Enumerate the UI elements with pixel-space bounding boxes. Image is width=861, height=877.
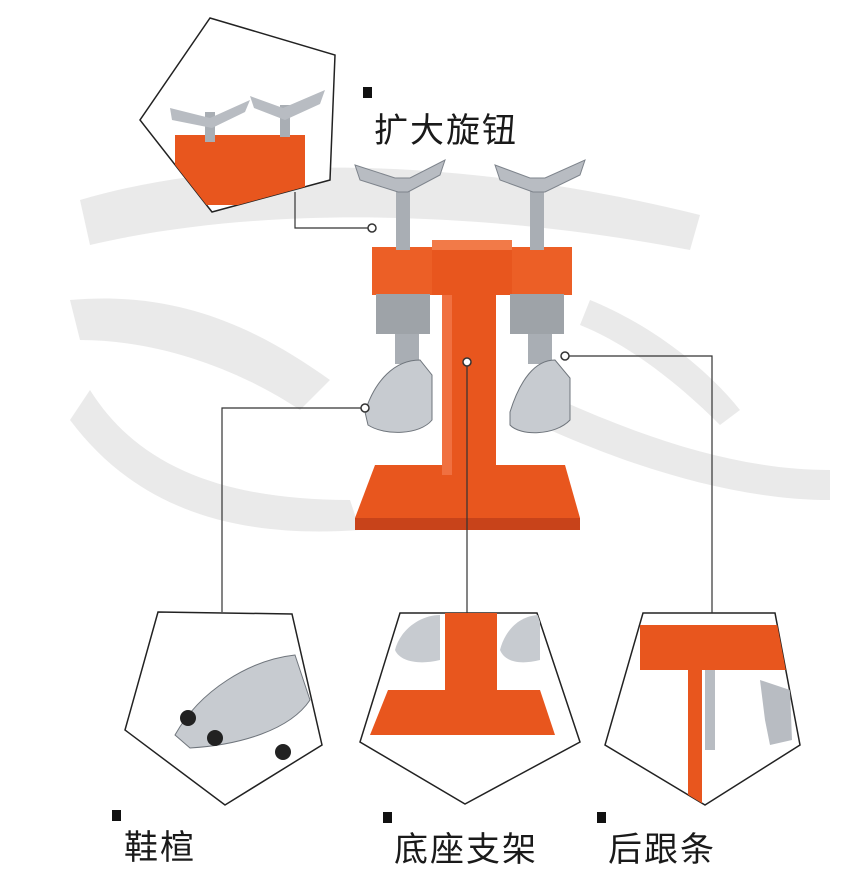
callout-dots <box>360 223 570 413</box>
inset-heel <box>604 612 801 806</box>
callout-dot-base <box>462 357 472 367</box>
label-bullet-last <box>112 810 121 821</box>
callout-dot-heel <box>560 351 570 361</box>
label-bullet-heel <box>597 812 606 823</box>
callout-lines <box>221 192 713 613</box>
left-shoe-last <box>364 334 433 433</box>
right-clamp <box>510 294 564 334</box>
callout-dot-last <box>360 403 370 413</box>
top-crossbar <box>372 240 572 295</box>
inset-last <box>124 611 323 806</box>
label-last: 鞋楦 <box>124 828 196 868</box>
inset-knob <box>139 17 336 213</box>
right-knob <box>494 159 586 193</box>
label-bullet-base <box>383 812 392 823</box>
label-bullet-knob <box>363 87 372 98</box>
right-shoe-last <box>509 334 571 434</box>
label-base: 底座支架 <box>394 830 538 870</box>
left-knob <box>354 158 446 193</box>
label-heel: 后跟条 <box>608 830 716 870</box>
left-clamp <box>376 294 430 334</box>
inset-base <box>359 612 581 805</box>
label-knob: 扩大旋钮 <box>374 111 518 151</box>
callout-dot-knob <box>367 223 377 233</box>
